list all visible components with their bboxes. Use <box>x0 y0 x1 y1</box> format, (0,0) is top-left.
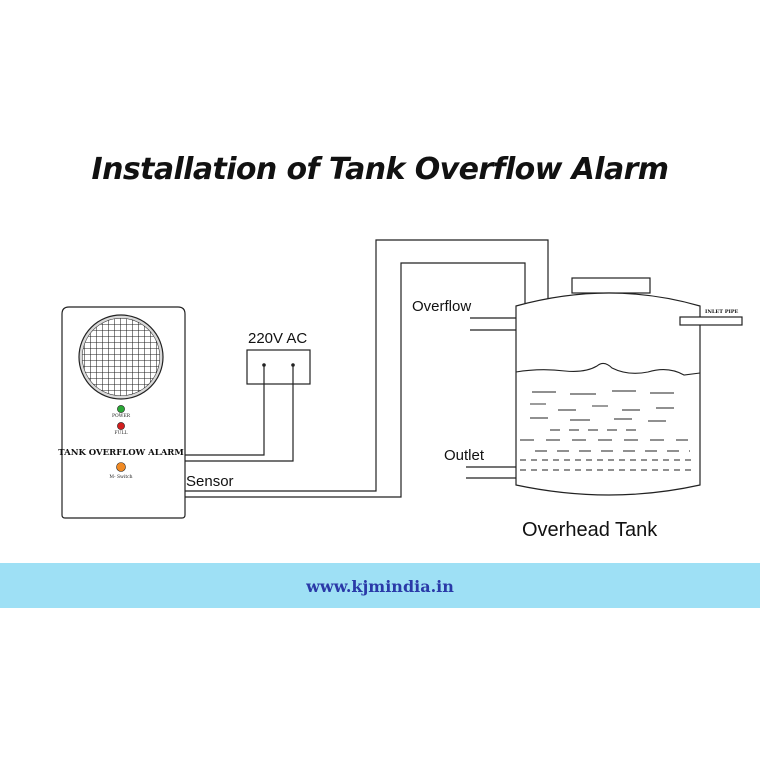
m-switch-button[interactable] <box>116 462 126 472</box>
outlet-pipe <box>466 466 516 479</box>
device-name: TANK OVERFLOW ALARM <box>58 448 184 458</box>
page-title: Installation of Tank Overflow Alarm <box>91 152 670 187</box>
outlet-label: Outlet <box>444 447 485 464</box>
footer-band <box>0 563 760 608</box>
sensor-label: Sensor <box>186 473 234 490</box>
overhead-tank <box>515 277 701 496</box>
tank-body <box>515 292 701 496</box>
power-led <box>117 405 125 413</box>
power-supply-label: 220V AC <box>248 330 307 347</box>
sensor-cable <box>185 239 549 498</box>
water-surface <box>515 362 701 376</box>
inlet-pipe <box>679 316 743 326</box>
water-ripples <box>520 390 692 471</box>
m-switch-label: M- Switch <box>109 474 132 480</box>
overflow-label: Overflow <box>412 298 471 315</box>
tank-label: Overhead Tank <box>522 519 658 541</box>
power-label: POWER <box>112 413 131 419</box>
tank-lid <box>571 277 651 294</box>
full-label: FULL <box>115 430 128 436</box>
power-supply-box <box>246 349 311 385</box>
water <box>515 362 701 471</box>
inlet-pipe-label: INLET PIPE <box>705 309 739 315</box>
alarm-device: POWER FULL TANK OVERFLOW ALARM M- Switch <box>58 306 186 519</box>
power-wires <box>185 365 294 462</box>
full-led <box>117 422 125 430</box>
website-link[interactable]: www.kjmindia.in <box>306 577 454 596</box>
overflow-pipe <box>470 317 516 331</box>
